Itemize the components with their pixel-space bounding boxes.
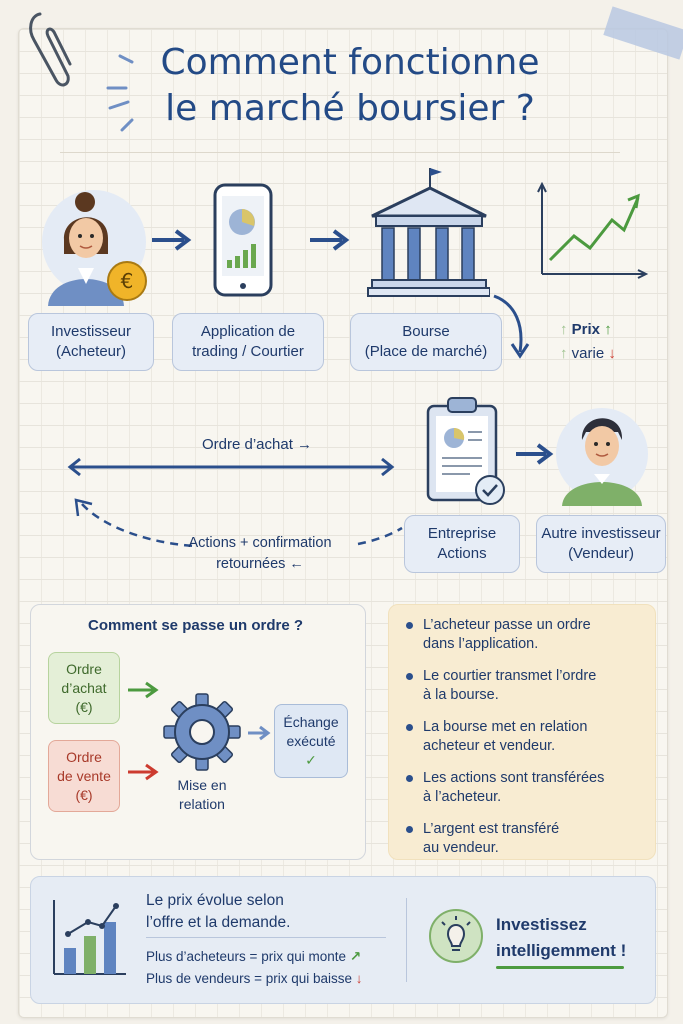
step-1-line1: L’acheteur passe un ordre	[423, 617, 591, 633]
more-buyers-rule: Plus d’acheteurs = prix qui monte	[146, 949, 346, 964]
flow-arrow-1	[152, 229, 192, 251]
buy-order-label: Ordre d’achat →	[202, 436, 313, 453]
step-5-line2: au vendeur.	[423, 840, 499, 856]
executed-box: Échange exécuté ✓	[274, 704, 348, 778]
buy-order-line1: Ordre	[66, 660, 102, 677]
step-item-5: L’argent est transféré au vendeur.	[406, 820, 642, 858]
exchange-label-line1: Bourse	[402, 323, 450, 340]
order-panel-title: Comment se passe un ordre ?	[88, 617, 304, 634]
steps-list: L’acheteur passe un ordre dans l’applicat…	[406, 616, 642, 871]
matching-label: Mise en relation	[170, 776, 234, 814]
sparkle-dashes-icon	[106, 54, 134, 132]
seller-label-line2: (Vendeur)	[568, 545, 634, 562]
cta-line1: Investissez	[496, 915, 587, 934]
curved-arrow-down-icon	[493, 294, 530, 359]
buy-arrow-icon	[128, 681, 159, 699]
matching-line2: relation	[179, 796, 225, 812]
matching-line1: Mise en	[177, 777, 227, 793]
investor-label: Investisseur (Acheteur)	[28, 313, 154, 371]
company-label-line2: Actions	[437, 545, 487, 562]
call-to-action: Investissez intelligemment !	[496, 912, 626, 964]
return-label-line1: Actions + confirmation	[188, 535, 332, 551]
return-label: Actions + confirmation retournées ←	[180, 533, 340, 575]
executed-line1: Échange	[283, 713, 339, 730]
step-5-line1: L’argent est transféré	[423, 821, 560, 837]
price-varies: ↑ Prix ↑ ↑ varie ↓	[560, 321, 616, 362]
executed-check-icon: ✓	[305, 751, 317, 768]
steps-panel	[388, 604, 656, 860]
bar-chart-icon	[53, 900, 126, 975]
step-item-3: La bourse met en relation acheteur et ven…	[406, 718, 642, 756]
seller-label: Autre investisseur (Vendeur)	[536, 515, 666, 573]
title-divider	[60, 152, 620, 153]
euro-coin-icon: €	[107, 261, 147, 301]
match-arrow-icon	[248, 725, 271, 741]
return-dashed-arrow	[74, 498, 403, 548]
executed-line2: exécuté	[286, 732, 336, 749]
exchange-label: Bourse (Place de marché)	[350, 313, 502, 371]
clipboard-icon	[426, 397, 498, 502]
bottom-panel	[30, 876, 656, 1004]
cta-underline	[496, 966, 624, 969]
rising-chart-icon	[537, 182, 649, 279]
flow-arrow-2	[310, 229, 350, 251]
investor-label-line1: Investisseur	[50, 323, 132, 340]
buy-order-line3: (€)	[75, 698, 93, 715]
sell-arrow-icon	[128, 763, 159, 781]
investor-label-line2: (Acheteur)	[55, 343, 127, 360]
sell-order-box: Ordre de vente (€)	[48, 740, 120, 812]
price-explanation-line2: l’offre et la demande.	[146, 914, 291, 931]
varies-label: varie	[571, 345, 605, 362]
paperclip-icon	[29, 12, 72, 87]
step-1-line2: dans l’application.	[423, 636, 539, 652]
app-label-line1: Application de	[200, 323, 296, 340]
company-label-line1: Entreprise	[427, 525, 497, 542]
buy-order-double-arrow	[67, 457, 395, 477]
company-label: Entreprise Actions	[404, 515, 520, 573]
sell-order-line3: (€)	[75, 786, 93, 803]
price-explanation: Le prix évolue selon l’offre et la deman…	[146, 890, 290, 934]
step-item-1: L’acheteur passe un ordre dans l’applicat…	[406, 616, 642, 654]
return-label-line2: retournées ←	[216, 556, 304, 572]
bank-building-icon	[367, 168, 490, 297]
step-3-line2: acheteur et vendeur.	[423, 738, 556, 754]
bottom-inner-divider	[146, 937, 386, 938]
step-3-line1: La bourse met en relation	[423, 719, 588, 735]
smartphone-icon	[213, 183, 273, 297]
buy-order-box: Ordre d’achat (€)	[48, 652, 120, 724]
step-2-line2: à la bourse.	[423, 687, 499, 703]
price-explanation-line1: Le prix évolue selon	[146, 892, 284, 909]
up-arrow-icon: ↗	[345, 949, 362, 964]
gear-icon	[163, 693, 241, 771]
title-line-1: Comment fonctionne	[160, 42, 540, 83]
seller-label-line1: Autre investisseur	[541, 525, 661, 542]
step-item-4: Les actions sont transférées à l’acheteur…	[406, 769, 642, 807]
app-label: Application de trading / Courtier	[172, 313, 324, 371]
seller-icon	[556, 408, 648, 506]
down-arrow-icon: ↓	[352, 971, 363, 986]
step-4-line2: à l’acheteur.	[423, 789, 502, 805]
lightbulb-icon	[429, 909, 483, 963]
sell-order-line1: Ordre	[66, 748, 102, 765]
app-label-line2: trading / Courtier	[192, 343, 304, 360]
price-label: Prix	[571, 321, 601, 338]
sell-order-line2: de vente	[57, 767, 111, 784]
check-icon	[475, 475, 505, 505]
step-2-line1: Le courtier transmet l’ordre	[423, 668, 597, 684]
svg-text:€: €	[121, 269, 134, 293]
title-line-2: le marché boursier ?	[165, 88, 535, 129]
flow-arrow-3	[516, 443, 554, 465]
vertical-divider	[406, 898, 407, 982]
supply-demand-rules: Plus d’acheteurs = prix qui monte ↗ Plus…	[146, 946, 363, 990]
page-title: Comment fonctionne le marché boursier ?	[120, 40, 580, 132]
step-4-line1: Les actions sont transférées	[423, 770, 605, 786]
cta-line2: intelligemment !	[496, 941, 627, 960]
exchange-label-line2: (Place de marché)	[364, 343, 488, 360]
step-item-2: Le courtier transmet l’ordre à la bourse.	[406, 667, 642, 705]
buy-order-line2: d’achat	[61, 679, 107, 696]
more-sellers-rule: Plus de vendeurs = prix qui baisse	[146, 971, 352, 986]
